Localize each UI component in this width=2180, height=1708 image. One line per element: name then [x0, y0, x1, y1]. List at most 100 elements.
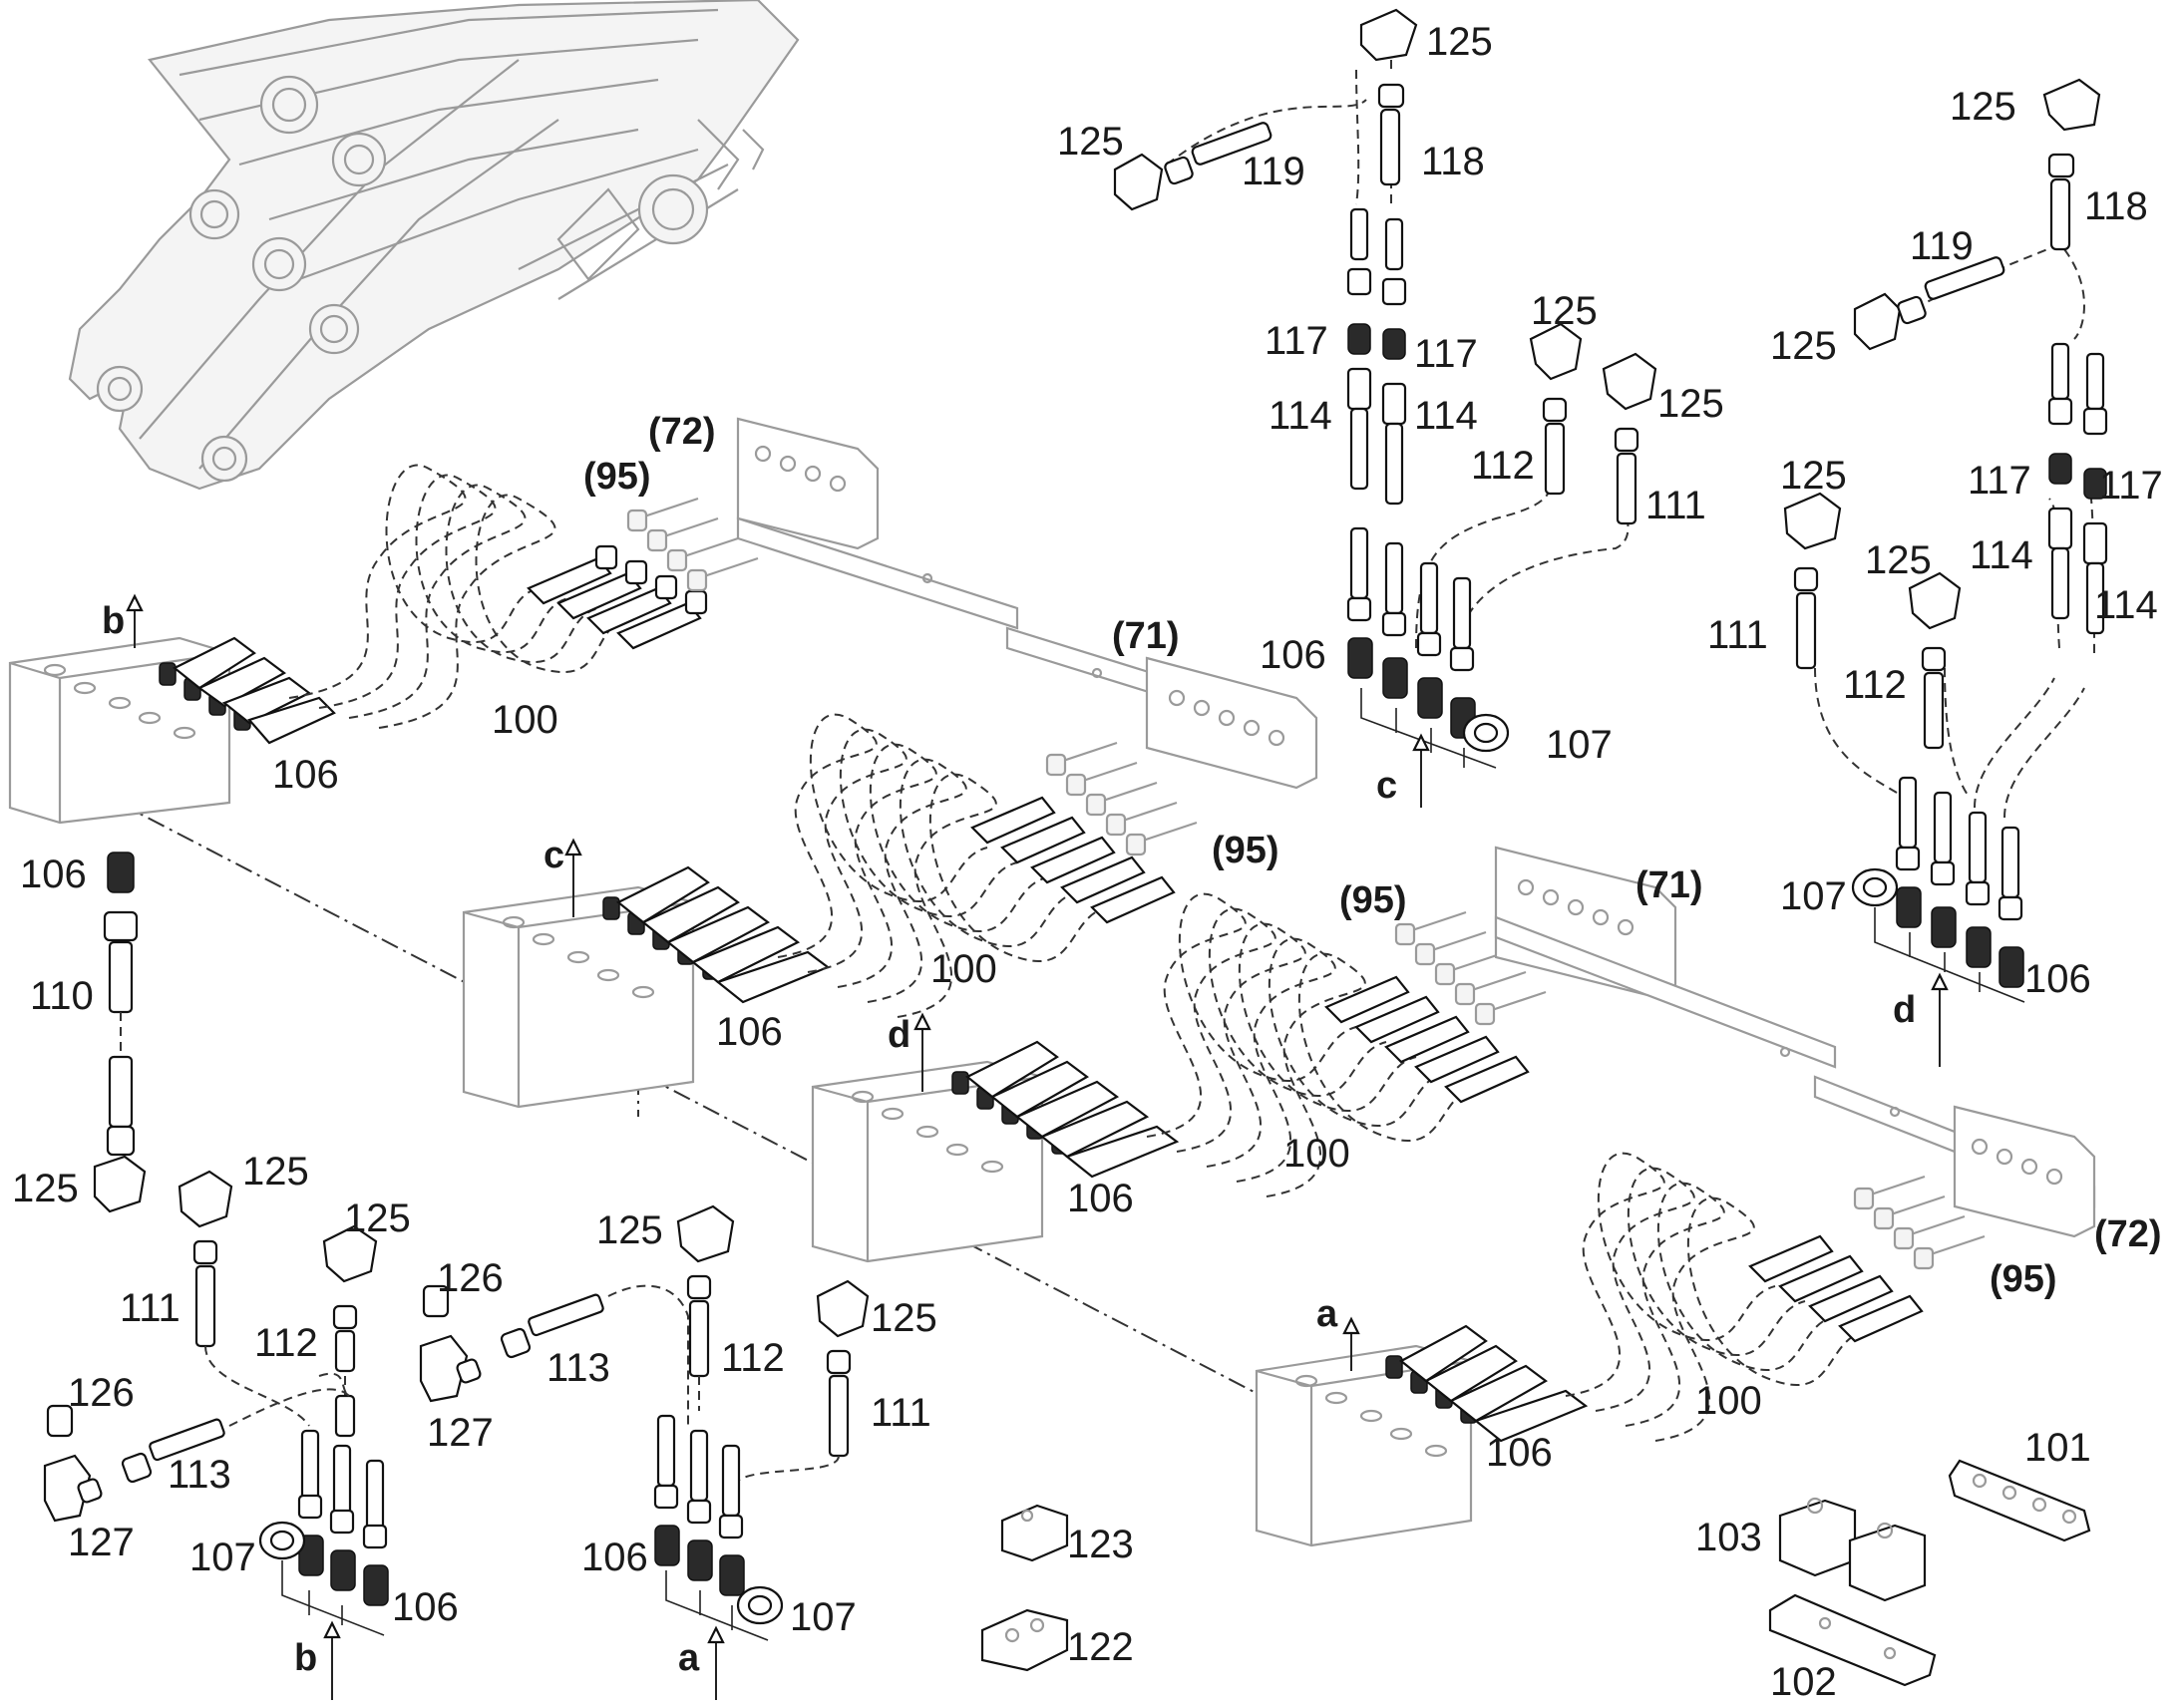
label-119-r: 119 [1910, 224, 1974, 268]
bracket-71-a [1005, 626, 1318, 790]
clamp-123 [1000, 1504, 1069, 1562]
label-123: 123 [1067, 1523, 1134, 1566]
label-125-l3: 125 [344, 1196, 411, 1240]
hose-assembly-110 [93, 852, 147, 1213]
bolts-95-a [626, 497, 759, 592]
bolts-95-b [1045, 741, 1198, 856]
label-114-rl: 114 [1970, 533, 2033, 577]
manifold-block-a [1255, 1316, 1589, 1547]
bolts-95-d [1853, 1175, 1986, 1270]
label-letter-b-bottom: b [294, 1637, 317, 1679]
label-125-t4: 125 [1657, 382, 1724, 426]
label-111-m: 111 [871, 1391, 931, 1435]
plate-101 [1948, 1459, 2091, 1542]
clamp-103 [1778, 1497, 1927, 1602]
manifold-block-d [811, 1012, 1180, 1263]
label-125-t1: 125 [1426, 20, 1493, 64]
label-95-d: (95) [1990, 1258, 2057, 1300]
plate-102 [1768, 1593, 1937, 1687]
reference-dashdot-line [89, 787, 1397, 1467]
bracket-71-b [1494, 846, 1837, 1069]
loader-arm-illustration [68, 0, 800, 491]
label-122: 122 [1067, 1625, 1134, 1669]
label-112-t: 112 [1471, 444, 1535, 488]
label-106-t: 106 [1260, 633, 1326, 677]
label-letter-d-r: d [1893, 989, 1916, 1031]
label-113-l1: 113 [546, 1346, 610, 1390]
label-100-block-b: 100 [492, 698, 558, 742]
label-106-block-b: 106 [272, 753, 339, 797]
label-113-l2: 113 [168, 1453, 231, 1497]
label-112-l: 112 [254, 1321, 318, 1365]
label-125-m2: 125 [871, 1296, 937, 1340]
label-95-a: (95) [583, 456, 651, 498]
label-125-r4: 125 [1865, 538, 1932, 582]
label-letter-d-block: d [888, 1014, 910, 1056]
label-106-mb: 106 [581, 1536, 648, 1579]
label-letter-a-bottom: a [678, 1637, 700, 1679]
manifold-block-c [462, 838, 831, 1109]
label-125-t3: 125 [1531, 289, 1598, 333]
label-125-m1: 125 [596, 1208, 663, 1252]
label-106-block-c: 106 [716, 1010, 783, 1054]
label-118-r: 118 [2084, 184, 2148, 228]
label-114-tl: 114 [1269, 394, 1332, 438]
label-112-m: 112 [721, 1336, 785, 1380]
label-118-t: 118 [1421, 140, 1485, 183]
manifold-block-b [8, 593, 336, 825]
hose-assembly-b-bottom [43, 1170, 689, 1700]
label-95-c: (95) [1339, 879, 1407, 921]
label-125-l1: 125 [12, 1167, 79, 1210]
label-125-l2: 125 [242, 1150, 309, 1194]
label-111-t: 111 [1645, 484, 1706, 527]
label-72-b: (72) [2094, 1213, 2162, 1255]
label-106-block-d: 106 [1067, 1177, 1134, 1220]
label-114-tr: 114 [1414, 394, 1478, 438]
label-117-rr: 117 [2099, 464, 2163, 508]
label-107-t: 107 [1546, 723, 1613, 767]
label-106-lb: 106 [392, 1585, 459, 1629]
callout-labels: (72) (95) (71) (95) (95) (71) (72) (95) … [12, 20, 2163, 1704]
label-117-rl: 117 [1968, 459, 2031, 503]
label-126-l2: 126 [68, 1371, 135, 1415]
hose-group-100-c [777, 713, 1176, 1018]
label-106-l: 106 [20, 853, 87, 896]
hose-group-100-d [1146, 892, 1530, 1197]
label-125-r1: 125 [1950, 85, 2016, 129]
label-119-t: 119 [1242, 150, 1305, 193]
label-102: 102 [1770, 1660, 1837, 1704]
label-127-l1: 127 [427, 1411, 494, 1455]
label-71-b: (71) [1635, 864, 1703, 906]
hose-group-100-b [288, 464, 708, 729]
bolts-95-c [1394, 910, 1547, 1026]
label-107-mb: 107 [790, 1595, 857, 1639]
label-111-l: 111 [120, 1286, 181, 1330]
label-101: 101 [2024, 1426, 2091, 1470]
label-letter-b-block: b [102, 600, 125, 642]
bracket-72-a [736, 417, 1019, 630]
label-71-a: (71) [1112, 615, 1180, 657]
label-106-r: 106 [2024, 957, 2091, 1001]
label-107-lb: 107 [189, 1536, 256, 1579]
label-letter-a-block: a [1316, 1293, 1338, 1335]
label-103: 103 [1695, 1516, 1762, 1559]
label-106-block-a: 106 [1486, 1431, 1553, 1475]
label-125-t2: 125 [1057, 120, 1124, 164]
label-letter-c-block: c [544, 835, 564, 876]
clamp-122 [980, 1608, 1069, 1672]
label-100-block-c: 100 [930, 947, 997, 991]
label-107-r: 107 [1780, 874, 1847, 918]
label-letter-c-t: c [1376, 765, 1397, 807]
hose-assembly-c-top [1113, 8, 1657, 808]
hose-group-100-a [1565, 1152, 1924, 1442]
label-112-r: 112 [1843, 663, 1907, 707]
label-110-l: 110 [30, 974, 94, 1018]
label-117-tr: 117 [1414, 332, 1478, 376]
label-126-l1: 126 [437, 1256, 504, 1300]
label-111-r: 111 [1707, 613, 1768, 657]
label-72-a: (72) [648, 411, 716, 453]
label-100-block-a: 100 [1695, 1379, 1762, 1423]
label-114-rr: 114 [2094, 583, 2158, 627]
label-125-r2: 125 [1770, 324, 1837, 368]
